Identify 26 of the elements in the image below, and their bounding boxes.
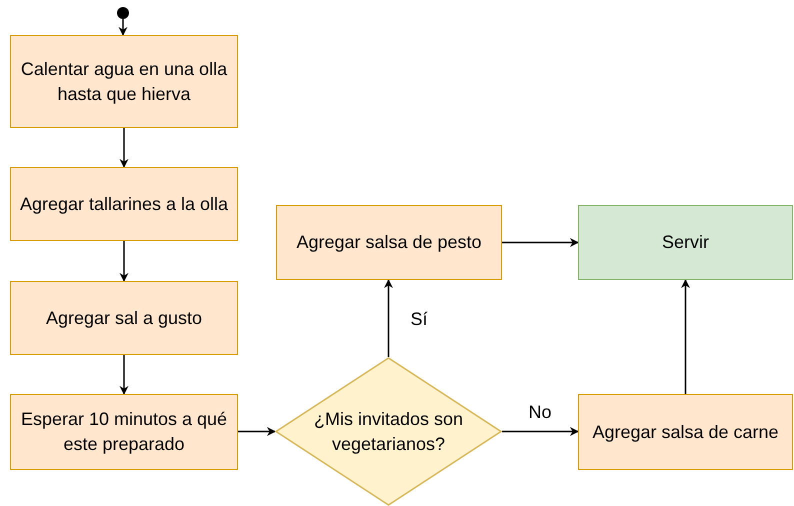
- arrow: [502, 427, 579, 436]
- end-box: [578, 205, 793, 280]
- process-box: [276, 205, 502, 280]
- arrow: [238, 427, 276, 436]
- node-text: Calentar agua en una olla hasta que hierva: [20, 58, 228, 106]
- arrow: [502, 238, 579, 247]
- arrow: [120, 128, 128, 168]
- process-box: [10, 35, 238, 128]
- node-text: Agregar salsa de carne: [591, 420, 780, 444]
- node-text: Servir: [660, 231, 710, 254]
- arrow: [384, 279, 393, 357]
- arrow: [120, 241, 128, 282]
- decision-diamond: [275, 357, 502, 506]
- arrow: [118, 19, 128, 36]
- start-dot: [117, 7, 129, 19]
- node-text: Esperar 10 minutos a qué este preparado: [20, 408, 228, 456]
- arrow: [681, 279, 690, 394]
- process-box: [578, 394, 793, 470]
- node-text: Agregar sal a gusto: [44, 306, 204, 330]
- process-box: [10, 394, 238, 470]
- node-text: Agregar salsa de pesto: [295, 231, 483, 254]
- process-box: [10, 281, 238, 355]
- node-text: ¿Mis invitados son vegetarianos?: [312, 408, 464, 456]
- process-box: [10, 167, 238, 241]
- node-text: Agregar tallarines a la olla: [18, 192, 230, 216]
- arrow: [120, 355, 128, 395]
